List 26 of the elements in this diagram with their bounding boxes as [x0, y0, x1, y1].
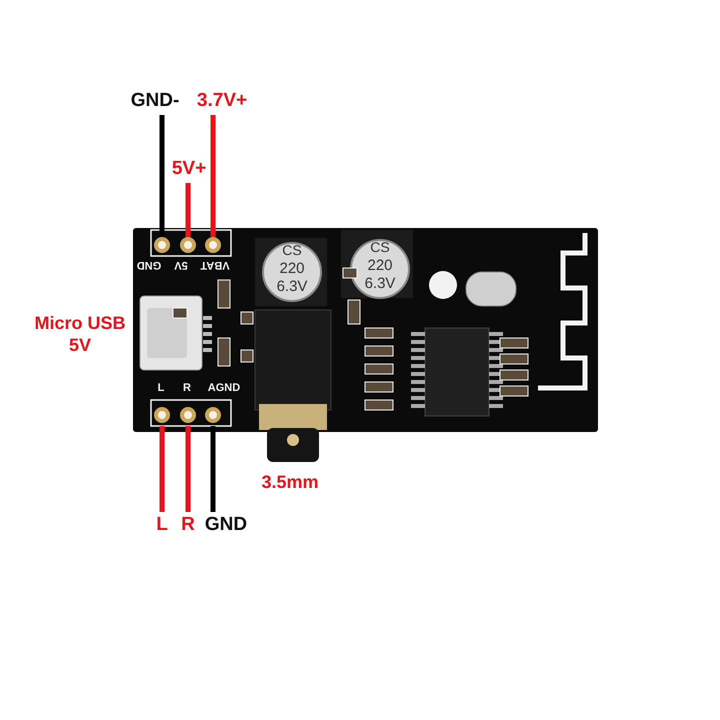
- wire: [210, 426, 216, 512]
- silkscreen-text: 5V: [173, 258, 189, 271]
- capacitor-marking: 6.3V: [276, 279, 308, 295]
- pin-label: 5V+: [168, 156, 210, 180]
- silkscreen-text: GND: [137, 258, 161, 271]
- wire: [160, 426, 164, 512]
- capacitor-marking: CS: [281, 243, 303, 259]
- silkscreen-text: R: [182, 382, 192, 396]
- silkscreen-text: VBAT: [199, 258, 231, 271]
- capacitor-marking: 220: [278, 261, 306, 277]
- size-label: 3.5mm: [260, 470, 320, 494]
- silkscreen-text: L: [156, 382, 166, 396]
- capacitor-marking: 6.3V: [364, 276, 396, 292]
- capacitor-marking: 220: [366, 258, 394, 274]
- capacitor-marking: CS: [369, 240, 391, 256]
- wire: [160, 115, 164, 237]
- wire: [210, 115, 216, 237]
- wire: [186, 183, 190, 237]
- pin-label: R: [179, 512, 197, 536]
- wire: [186, 426, 190, 512]
- pin-label: 3.7V+: [192, 88, 252, 112]
- silkscreen-text: AGND: [206, 382, 242, 396]
- pin-label: GND: [202, 512, 250, 536]
- pin-label: L: [153, 512, 171, 536]
- connector-label: Micro USB 5V: [33, 312, 126, 357]
- pin-label: GND-: [128, 88, 182, 112]
